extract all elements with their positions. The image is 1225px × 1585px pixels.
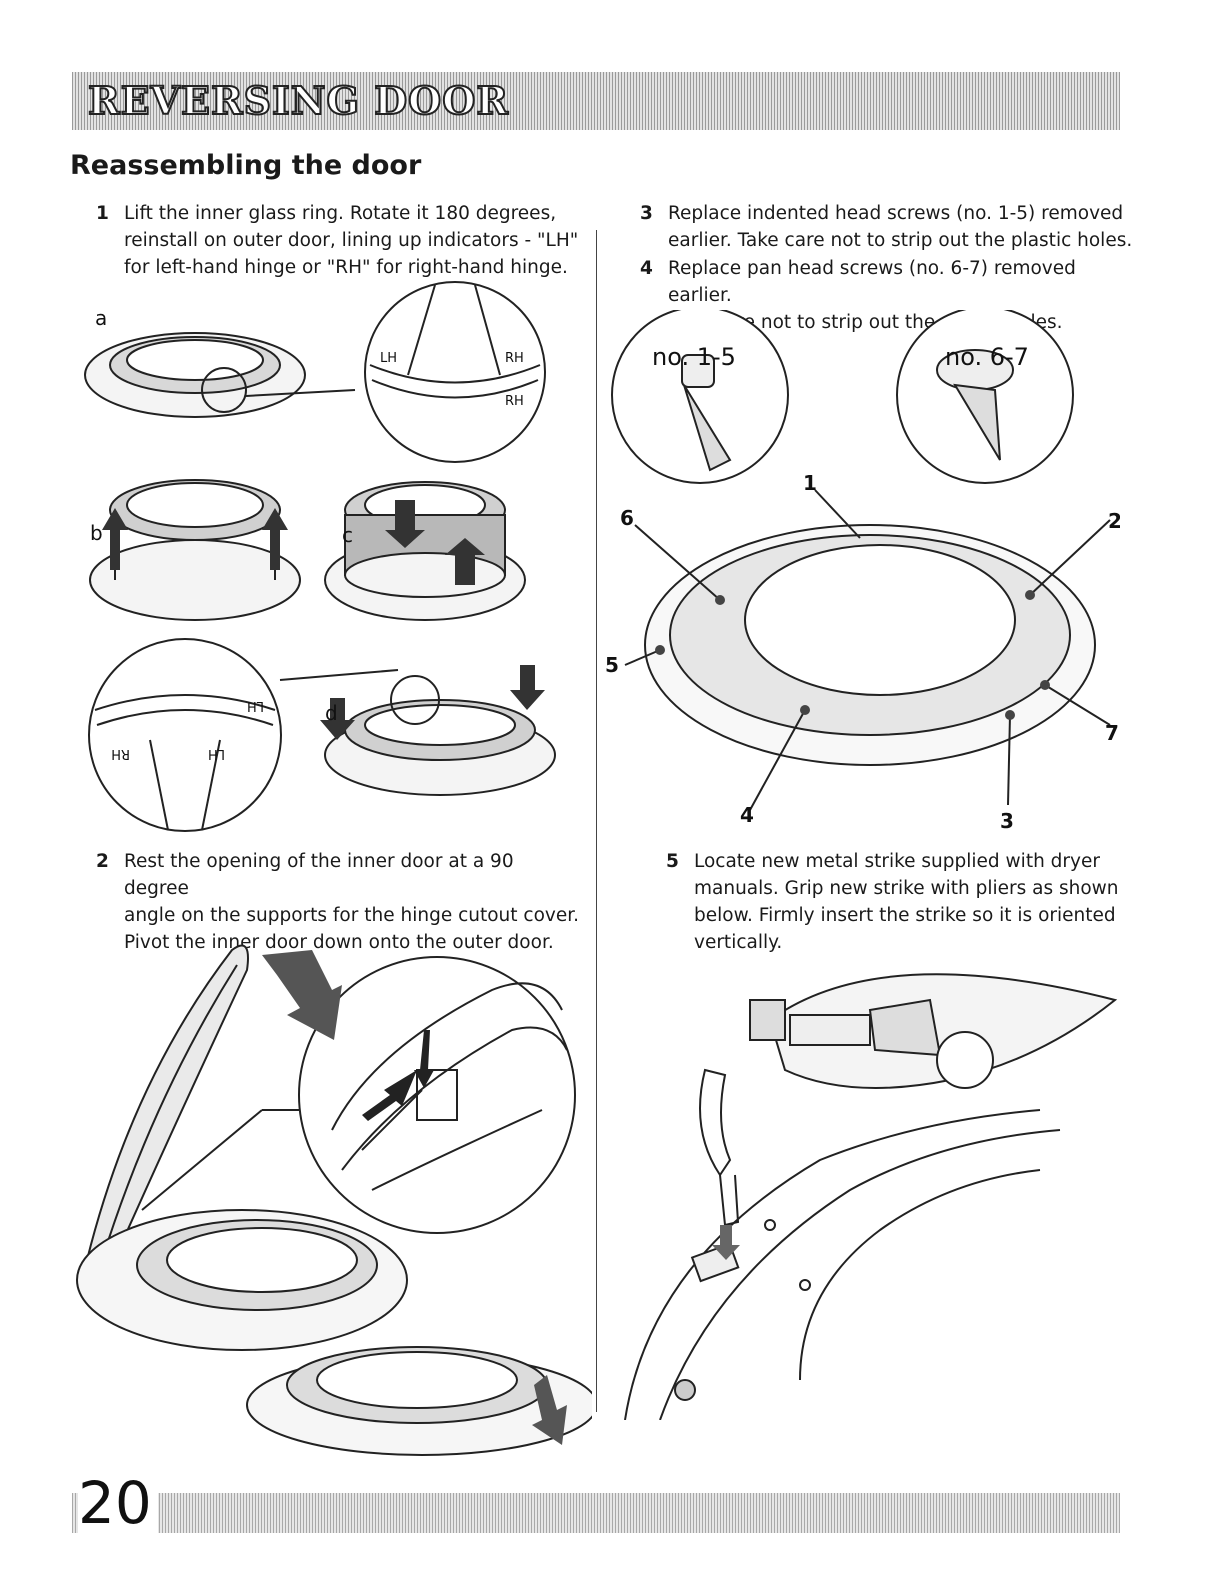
figure-label-a: a [95, 306, 107, 330]
callout-screws-6-7: no. 6-7 [945, 343, 1029, 371]
step-line: manuals. Grip new strike with pliers as … [694, 878, 1119, 899]
step-line: Locate new metal strike supplied with dr… [694, 851, 1100, 872]
screw-number-2: 2 [1108, 509, 1120, 533]
figure-label-c: c [342, 523, 353, 547]
callout-screws-1-5: no. 1-5 [652, 343, 736, 371]
step-line: below. Firmly insert the strike so it is… [694, 905, 1116, 926]
section-title: Reassembling the door [70, 150, 422, 181]
figure-label-b: b [90, 521, 103, 545]
page-title: REVERSING DOOR [87, 77, 509, 124]
pliers-strike-figure [624, 973, 1118, 1420]
indicator-rh: RH [505, 351, 524, 366]
step-line: for left-hand hinge or "RH" for right-ha… [124, 257, 568, 278]
figure-label-d: d [325, 701, 338, 725]
step-line: Pivot the inner door down onto the outer… [124, 932, 554, 953]
step-1: 1 Lift the inner glass ring. Rotate it 1… [96, 200, 584, 281]
screw-number-7: 7 [1105, 721, 1119, 745]
page-number: 20 [78, 1470, 158, 1536]
indicator-lh: LH [247, 698, 264, 713]
step-2: 2 Rest the opening of the inner door at … [96, 848, 584, 956]
step-number: 1 [96, 203, 109, 224]
step-line: Replace indented head screws (no. 1-5) r… [668, 203, 1124, 224]
indicator-lh: LH [208, 746, 225, 761]
step-3: 3 Replace indented head screws (no. 1-5)… [640, 200, 1138, 254]
step-number: 2 [96, 851, 109, 872]
screws-figure: no. 1-5 no. 6-7 1 2 3 4 5 6 7 [605, 310, 1120, 830]
screw-number-3: 3 [1000, 809, 1014, 830]
screw-number-6: 6 [620, 506, 634, 530]
step-line: reinstall on outer door, lining up indic… [124, 230, 579, 251]
column-divider [596, 230, 597, 1412]
step-line: earlier. Take care not to strip out the … [668, 230, 1133, 251]
step-line: Lift the inner glass ring. Rotate it 180… [124, 203, 557, 224]
header-banner: REVERSING DOOR [72, 72, 1120, 130]
screw-number-5: 5 [605, 653, 619, 677]
ring-rotation-figure: a b c d LH RH RH LH LH RH [84, 281, 556, 832]
step-number: 4 [640, 258, 653, 279]
step-number: 5 [666, 851, 679, 872]
step-number: 3 [640, 203, 653, 224]
step-line: angle on the supports for the hinge cuto… [124, 905, 580, 926]
step-5: 5 Locate new metal strike supplied with … [666, 848, 1134, 956]
step-line: Replace pan head screws (no. 6-7) remove… [668, 258, 1076, 306]
step-line: Rest the opening of the inner door at a … [124, 851, 514, 899]
step-line: vertically. [694, 932, 783, 953]
indicator-lh: LH [380, 351, 397, 366]
screw-number-1: 1 [803, 471, 817, 495]
screw-number-4: 4 [740, 803, 754, 827]
pivot-door-figure [76, 944, 592, 1456]
indicator-rh: RH [111, 746, 130, 761]
footer-bar [72, 1493, 1120, 1533]
indicator-rh: RH [505, 394, 524, 409]
